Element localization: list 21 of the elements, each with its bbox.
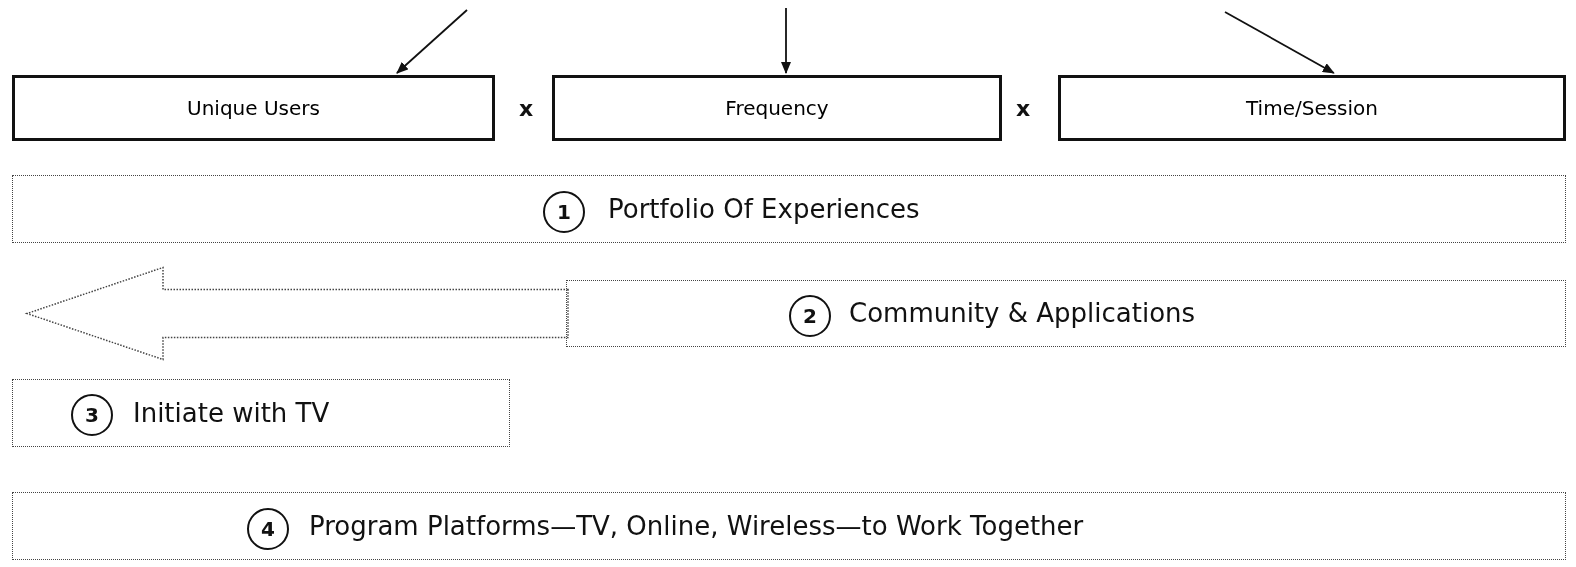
strategy-box: [566, 280, 1566, 347]
arrow: [781, 7, 791, 74]
box-label: Portfolio Of Experiences: [608, 193, 920, 224]
strategy-box: [12, 492, 1566, 560]
multiply-sign: x: [1016, 96, 1031, 121]
factor-box: Unique Users: [12, 75, 495, 141]
numbered-circle: 1: [543, 191, 585, 233]
numbered-circle: 2: [789, 295, 831, 337]
box-label: Initiate with TV: [133, 397, 330, 428]
numbered-circle: 4: [247, 508, 289, 550]
factor-box: Frequency: [552, 75, 1002, 141]
numbered-circle: 3: [71, 394, 113, 436]
multiply-sign: x: [519, 96, 534, 121]
box-label: Community & Applications: [849, 298, 1196, 329]
arrow: [1224, 11, 1335, 74]
strategy-box: [12, 379, 510, 447]
factor-box: Time/Session: [1058, 75, 1566, 141]
strategy-box: [12, 175, 1566, 243]
arrow: [396, 9, 468, 74]
box-label: Program Platforms—TV, Online, Wireless—to Work Together: [309, 510, 1084, 541]
block-arrow: [24, 266, 569, 361]
